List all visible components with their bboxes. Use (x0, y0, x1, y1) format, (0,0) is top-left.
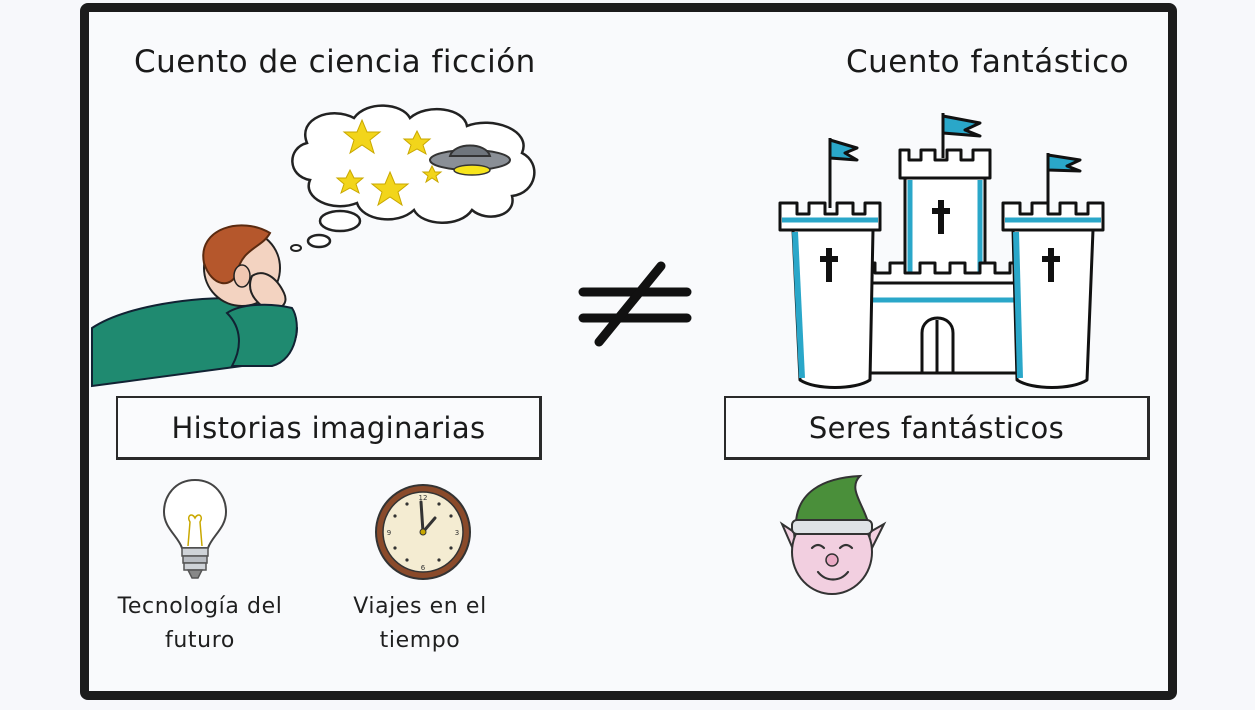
cross-icon (932, 200, 950, 234)
elf-icon (779, 474, 887, 595)
tecnologia-caption: Tecnología del futuro (100, 590, 300, 658)
ufo-icon (429, 144, 511, 176)
cross-icon (1042, 248, 1060, 282)
caption-line: Tecnología del (117, 594, 283, 619)
fantasy-title: Cuento fantástico (846, 44, 1130, 80)
svg-text:12: 12 (419, 494, 428, 502)
light-bulb-icon (162, 478, 228, 579)
svg-text:3: 3 (455, 529, 459, 537)
star-icon (421, 164, 443, 184)
cross-icon (820, 248, 838, 282)
clock-icon: 12 3 6 9 (375, 484, 471, 580)
historias-imaginarias-box: Historias imaginarias (116, 396, 542, 460)
caption-line: futuro (165, 628, 235, 653)
flag-icon (941, 114, 982, 138)
not-equal-icon (578, 261, 692, 347)
flag-icon (1046, 153, 1082, 173)
star-icon (370, 170, 410, 207)
star-icon (402, 129, 432, 156)
svg-text:9: 9 (387, 529, 391, 537)
castle-illustration (778, 113, 1105, 389)
sci-fi-title: Cuento de ciencia ficción (134, 44, 536, 80)
viajes-caption: Viajes en el tiempo (330, 590, 510, 658)
caption-line: tiempo (379, 628, 461, 653)
star-icon (342, 118, 382, 155)
dreaming-boy-illustration (91, 104, 536, 388)
caption-line: Viajes en el (353, 594, 487, 619)
svg-text:6: 6 (421, 564, 426, 572)
star-icon (335, 168, 365, 195)
flag-icon (828, 138, 859, 162)
seres-fantasticos-box: Seres fantásticos (724, 396, 1150, 460)
